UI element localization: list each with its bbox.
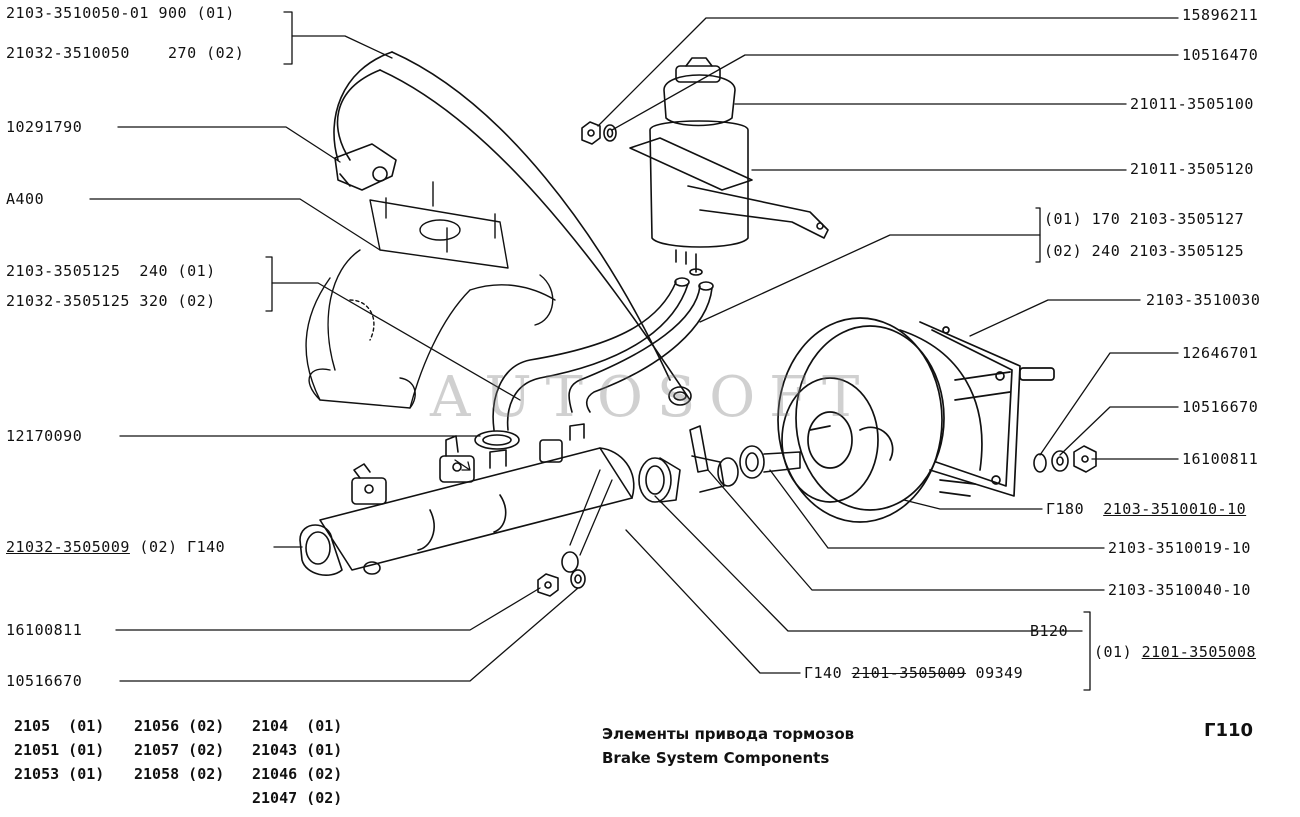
g140-code: 2101-3505009 xyxy=(851,664,967,682)
models-col-2: 21056 (02) 21057 (02) 21058 (02) xyxy=(134,714,224,786)
label-2103-3510040-10: 2103-3510040-10 xyxy=(1108,581,1251,599)
label-15896211: 15896211 xyxy=(1182,6,1259,24)
label-10291790: 10291790 xyxy=(6,118,83,136)
label-2103-3510030: 2103-3510030 xyxy=(1146,291,1261,309)
label-master-cylinder-02: 21032-3505009 (02) Г140 xyxy=(6,538,225,556)
label-16100811-left: 16100811 xyxy=(6,621,83,639)
diagram-title: Элементы привода тормозов Brake System C… xyxy=(602,722,854,770)
model-row: 21057 (02) xyxy=(134,741,225,759)
booster-code: 2103-3510010-10 xyxy=(1103,500,1247,518)
title-en: Brake System Components xyxy=(602,749,830,767)
mark-arrow xyxy=(454,459,471,471)
leader-lines xyxy=(89,11,1179,691)
label-a400: A400 xyxy=(6,190,45,208)
label-16100811-right: 16100811 xyxy=(1182,450,1259,468)
fluid-reservoir xyxy=(629,57,829,276)
label-g140-right: Г140 2101-3505009 09349 xyxy=(804,664,1023,682)
label-booster: Г180 2103-3510010-10 xyxy=(1046,500,1246,518)
model-row: 21058 (02) xyxy=(134,765,225,783)
reservoir-hoses xyxy=(492,277,714,431)
booster-mark: Г180 xyxy=(1046,500,1104,518)
title-ru: Элементы привода тормозов xyxy=(602,725,855,743)
g140-suffix: 09349 xyxy=(966,664,1024,682)
label-12170090: 12170090 xyxy=(6,427,83,445)
page-code: Г110 xyxy=(1204,720,1254,741)
model-row: 21056 (02) xyxy=(134,717,225,735)
label-21011-3505100: 21011-3505100 xyxy=(1130,95,1254,113)
master-cylinder-02-suffix: (02) Г140 xyxy=(129,538,226,556)
label-21011-3505120: 21011-3505120 xyxy=(1130,160,1254,178)
master-cylinder-fasteners xyxy=(537,569,586,597)
label-2103-3510019-10: 2103-3510019-10 xyxy=(1108,539,1251,557)
model-row: 2105 (01) xyxy=(14,717,105,735)
watermark: AUTOSOFT xyxy=(430,365,874,430)
label-master-cylinder-01: (01) 2101-3505008 xyxy=(1094,643,1256,661)
label-vacuum-hose-02: 21032-3510050 270 (02) xyxy=(6,44,245,62)
label-hose-01: 2103-3505125 240 (01) xyxy=(6,262,216,280)
label-vacuum-hose-01: 2103-3510050-01 900 (01) xyxy=(6,4,235,22)
g140-mark: Г140 xyxy=(804,664,852,682)
reservoir-fasteners xyxy=(581,121,617,145)
model-row: 21043 (01) xyxy=(252,741,343,759)
master-cylinder xyxy=(299,423,635,576)
label-b120: B120 xyxy=(1030,622,1069,640)
master-cylinder-01-variant: (01) xyxy=(1094,643,1142,661)
models-col-3: 2104 (01) 21043 (01) 21046 (02) 21047 (0… xyxy=(252,714,342,810)
label-12646701: 12646701 xyxy=(1182,344,1259,362)
small-clamp xyxy=(474,430,520,450)
model-row: 21047 (02) xyxy=(252,789,343,807)
model-row: 21046 (02) xyxy=(252,765,343,783)
label-hose-r-02: (02) 240 2103-3505125 xyxy=(1044,242,1245,260)
vacuum-hose xyxy=(333,51,692,406)
label-10516670-left: 10516670 xyxy=(6,672,83,690)
master-cylinder-02-code: 21032-3505009 xyxy=(6,538,130,556)
hose-clamp xyxy=(334,143,397,191)
label-10516670-right: 10516670 xyxy=(1182,398,1259,416)
label-hose-02: 21032-3505125 320 (02) xyxy=(6,292,216,310)
vacuum-booster xyxy=(777,317,1055,523)
model-row: 2104 (01) xyxy=(252,717,343,735)
seal-and-fitting xyxy=(638,425,801,503)
booster-fasteners xyxy=(1033,445,1097,473)
label-10516470: 10516470 xyxy=(1182,46,1259,64)
intake-manifold xyxy=(305,181,556,409)
master-cylinder-01-code: 2101-3505008 xyxy=(1141,643,1257,661)
label-hose-r-01: (01) 170 2103-3505127 xyxy=(1044,210,1245,228)
models-col-1: 2105 (01) 21051 (01) 21053 (01) xyxy=(14,714,104,786)
model-row: 21053 (01) xyxy=(14,765,105,783)
model-row: 21051 (01) xyxy=(14,741,105,759)
